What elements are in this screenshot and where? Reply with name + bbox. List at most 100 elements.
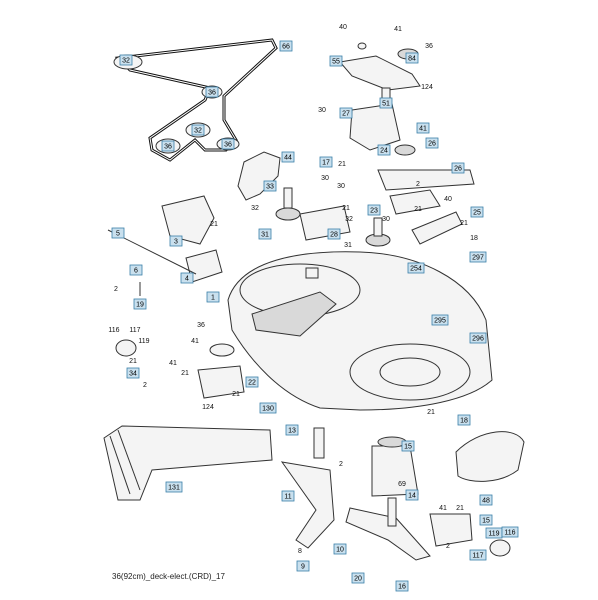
callout-box-bg: [401, 440, 415, 452]
callout-box-text: 18: [460, 418, 468, 425]
callout-box-text: 19: [136, 302, 144, 309]
part-callout-box: 32: [119, 54, 133, 66]
part-callout-box: 254: [407, 262, 425, 274]
part-callout-box: 20: [351, 572, 365, 584]
callout-box-bg: [377, 144, 391, 156]
callout-box-bg: [501, 526, 519, 538]
callout-box-bg: [319, 156, 333, 168]
callout-box-bg: [281, 490, 295, 502]
part-callout-box: 117: [469, 549, 487, 561]
callout-box-text: 22: [248, 380, 256, 387]
callout-box-bg: [126, 367, 140, 379]
callout-box-text: 28: [330, 232, 338, 239]
part-callout-text: 36: [197, 322, 205, 329]
part-callout-text: 32: [251, 205, 259, 212]
part-callout-box: 295: [431, 314, 449, 326]
part-callout-text: 41: [191, 338, 199, 345]
part-callout-box: 4: [180, 272, 194, 284]
callout-box-bg: [333, 543, 347, 555]
part-callout-text: 124: [202, 404, 214, 411]
discharge-chute: [103, 425, 273, 501]
callout-box-text: 25: [473, 210, 481, 217]
part-callout-text: 117: [129, 327, 140, 334]
callout-box-bg: [191, 124, 205, 136]
part-callout-box: 5: [111, 227, 125, 239]
callout-box-bg: [263, 180, 277, 192]
callout-box-bg: [469, 549, 487, 561]
part-callout-box: 26: [451, 162, 465, 174]
callout-box-bg: [180, 272, 194, 284]
callout-box-text: 3: [174, 239, 178, 246]
callout-box-bg: [405, 52, 419, 64]
part-callout-box: 36: [161, 140, 175, 152]
callout-box-text: 119: [488, 531, 499, 538]
part-callout-text: 21: [232, 391, 240, 398]
callout-box-bg: [279, 40, 293, 52]
callout-box-text: 36: [224, 142, 232, 149]
part-callout-text: 21: [338, 161, 346, 168]
part-callout-text: 2: [416, 181, 420, 188]
part-callout-text: 21: [181, 370, 189, 377]
part-callout-box: 17: [319, 156, 333, 168]
part-callout-text: 21: [460, 220, 468, 227]
part-callout-box: 36: [221, 138, 235, 150]
callout-box-text: 17: [322, 160, 330, 167]
callout-box-bg: [119, 54, 133, 66]
part-callout-text: 21: [342, 205, 350, 212]
part-callout-box: 41: [416, 122, 430, 134]
part-callout-box: 22: [245, 376, 259, 388]
part-callout-box: 13: [285, 424, 299, 436]
part-callout-text: 2: [339, 461, 343, 468]
part-callout-box: 33: [263, 180, 277, 192]
part-callout-text: 21: [210, 221, 218, 228]
callout-box-bg: [327, 228, 341, 240]
part-callout-box: 10: [333, 543, 347, 555]
callout-box-text: 296: [472, 336, 484, 343]
callout-box-bg: [129, 264, 143, 276]
part-callout-box: 16: [395, 580, 409, 592]
drive-belt: [113, 38, 278, 162]
callout-box-text: 4: [185, 276, 189, 283]
callout-box-text: 11: [284, 494, 291, 501]
callout-box-bg: [281, 151, 295, 163]
callout-box-bg: [425, 137, 439, 149]
callout-box-bg: [351, 572, 365, 584]
callout-box-text: 34: [129, 371, 137, 378]
part-callout-text: 32: [345, 216, 353, 223]
part-callout-box: 1: [206, 291, 220, 303]
part-callout-box: 34: [126, 367, 140, 379]
callout-box-text: 5: [116, 231, 120, 238]
callout-box-bg: [431, 314, 449, 326]
part-callout-box: 3: [169, 235, 183, 247]
callout-box-bg: [479, 514, 493, 526]
part-callout-box: 24: [377, 144, 391, 156]
idler-bracket-assembly: [339, 42, 475, 245]
part-callout-text: 18: [470, 235, 478, 242]
callout-box-bg: [339, 107, 353, 119]
callout-box-text: 33: [266, 184, 274, 191]
callout-box-bg: [469, 332, 487, 344]
part-callout-box: 116: [501, 526, 519, 538]
callout-box-text: 31: [261, 232, 269, 239]
part-callout-box: 36: [205, 86, 219, 98]
callout-box-text: 26: [454, 166, 462, 173]
callout-box-bg: [296, 560, 310, 572]
part-callout-text: 40: [444, 196, 452, 203]
callout-box-text: 6: [134, 268, 138, 275]
callout-box-text: 254: [410, 266, 422, 273]
part-callout-box: 27: [339, 107, 353, 119]
callout-box-text: 55: [332, 59, 340, 66]
callout-box-bg: [470, 206, 484, 218]
part-callout-box: 84: [405, 52, 419, 64]
part-callout-box: 19: [133, 298, 147, 310]
callout-box-bg: [407, 262, 425, 274]
part-callout-text: 30: [321, 175, 329, 182]
callout-box-text: 15: [404, 444, 412, 451]
part-callout-box: 51: [379, 97, 393, 109]
callout-box-text: 1: [211, 295, 215, 302]
callout-box-bg: [245, 376, 259, 388]
part-callout-text: 69: [398, 481, 406, 488]
callout-box-text: 131: [168, 485, 180, 492]
diagram-caption: 36(92cm)_deck-elect.(CRD)_17: [112, 572, 225, 581]
